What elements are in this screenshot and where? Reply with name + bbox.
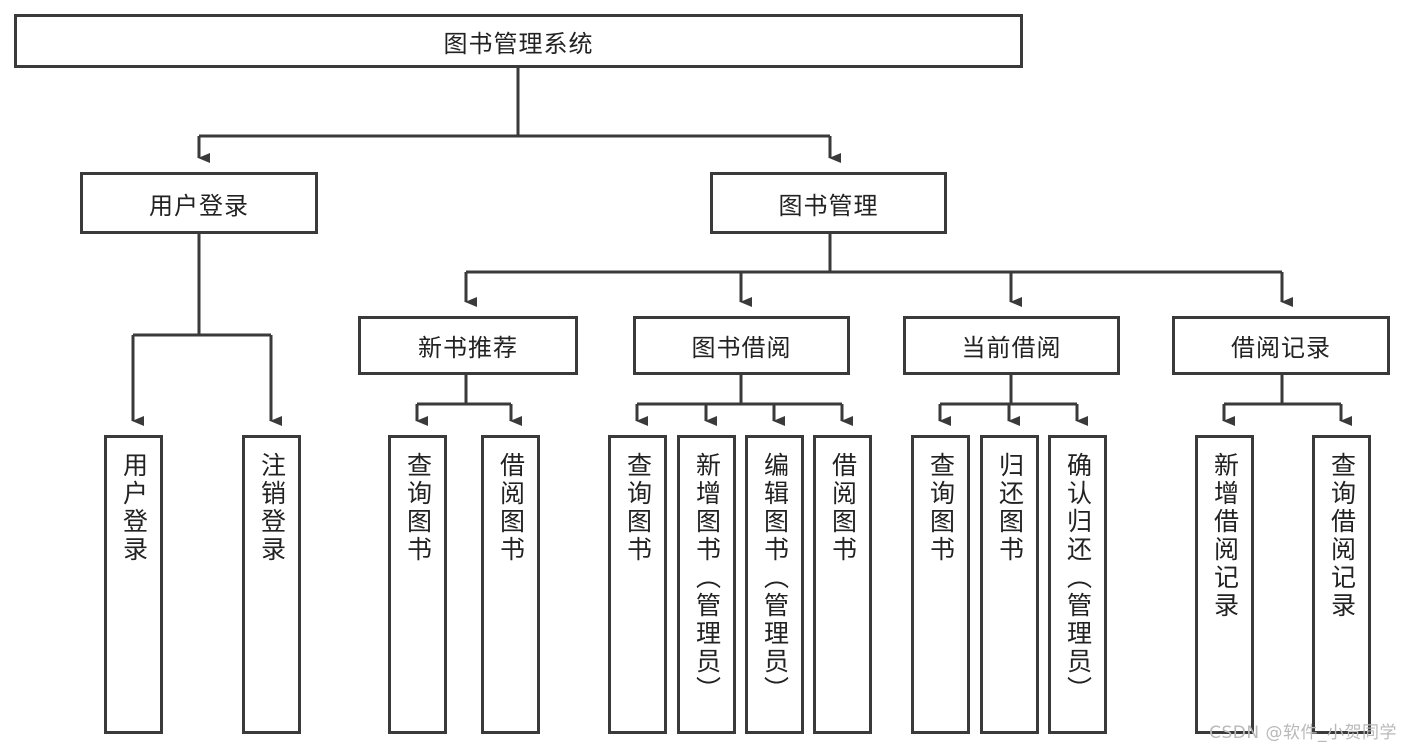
csdn-watermark: CSDN @软件_小贺同学 xyxy=(1209,723,1397,743)
node-borrow-record[interactable]: 借阅记录 xyxy=(1172,316,1390,375)
node-borrow-record-label: 借阅记录 xyxy=(1231,334,1331,362)
edge-borrow-record-to-leaves xyxy=(1222,375,1352,426)
node-leaf-add-borrow-record[interactable]: 新增借阅记录 xyxy=(1195,435,1254,734)
node-book-management-label: 图书管理 xyxy=(778,191,879,220)
node-leaf-confirm-return-admin[interactable]: 确认归还（管理员） xyxy=(1048,435,1107,734)
node-leaf-return-book[interactable]: 归还图书 xyxy=(980,435,1039,734)
edge-book-borrow-to-leaves xyxy=(635,375,853,426)
node-leaf-borrow-book[interactable]: 借阅图书 xyxy=(813,435,872,734)
node-book-borrow-label: 图书借阅 xyxy=(691,334,792,362)
node-user-login-label: 用户登录 xyxy=(149,191,249,220)
node-leaf-query-book-borrow-label: 查询图书 xyxy=(623,452,653,564)
node-leaf-query-borrow-record[interactable]: 查询借阅记录 xyxy=(1312,435,1371,734)
node-new-book-recommend-label: 新书推荐 xyxy=(418,334,518,362)
node-leaf-user-login[interactable]: 用户登录 xyxy=(104,435,163,734)
node-book-management[interactable]: 图书管理 xyxy=(710,172,947,234)
node-current-borrow[interactable]: 当前借阅 xyxy=(903,316,1120,375)
node-leaf-query-book-borrow[interactable]: 查询图书 xyxy=(608,435,667,734)
node-leaf-add-book-admin-label: 新增图书（管理员） xyxy=(692,452,722,704)
node-root-label: 图书管理系统 xyxy=(443,29,594,58)
node-leaf-borrow-book-recommend-label: 借阅图书 xyxy=(496,452,526,564)
edge-current-borrow-to-leaves xyxy=(938,375,1088,426)
node-leaf-borrow-book-recommend[interactable]: 借阅图书 xyxy=(481,435,540,734)
node-leaf-confirm-return-admin-label: 确认归还（管理员） xyxy=(1063,452,1093,704)
node-book-borrow[interactable]: 图书借阅 xyxy=(633,316,850,375)
node-leaf-edit-book-admin-label: 编辑图书（管理员） xyxy=(760,452,790,704)
node-leaf-query-book-recommend-label: 查询图书 xyxy=(403,452,433,564)
node-current-borrow-label: 当前借阅 xyxy=(961,334,1062,362)
node-leaf-add-borrow-record-label: 新增借阅记录 xyxy=(1210,452,1240,620)
node-leaf-add-book-admin[interactable]: 新增图书（管理员） xyxy=(677,435,736,734)
node-leaf-query-book-recommend[interactable]: 查询图书 xyxy=(388,435,447,734)
node-leaf-logout[interactable]: 注销登录 xyxy=(242,435,301,734)
node-leaf-query-book-current[interactable]: 查询图书 xyxy=(911,435,970,734)
edge-book-management-to-level3 xyxy=(464,234,1293,307)
node-leaf-return-book-label: 归还图书 xyxy=(995,452,1025,564)
node-leaf-user-login-label: 用户登录 xyxy=(119,452,149,564)
node-leaf-borrow-book-label: 借阅图书 xyxy=(828,452,858,564)
node-user-login[interactable]: 用户登录 xyxy=(80,172,318,234)
node-leaf-edit-book-admin[interactable]: 编辑图书（管理员） xyxy=(745,435,804,734)
node-leaf-logout-label: 注销登录 xyxy=(257,452,287,564)
edge-root-to-level2 xyxy=(197,68,841,163)
node-leaf-query-borrow-record-label: 查询借阅记录 xyxy=(1327,452,1357,620)
node-leaf-query-book-current-label: 查询图书 xyxy=(926,452,956,564)
edge-new-book-recommend-to-leaves xyxy=(415,375,522,426)
node-new-book-recommend[interactable]: 新书推荐 xyxy=(358,316,578,375)
node-root[interactable]: 图书管理系统 xyxy=(14,14,1023,68)
edge-user-login-to-leaves xyxy=(131,234,282,426)
